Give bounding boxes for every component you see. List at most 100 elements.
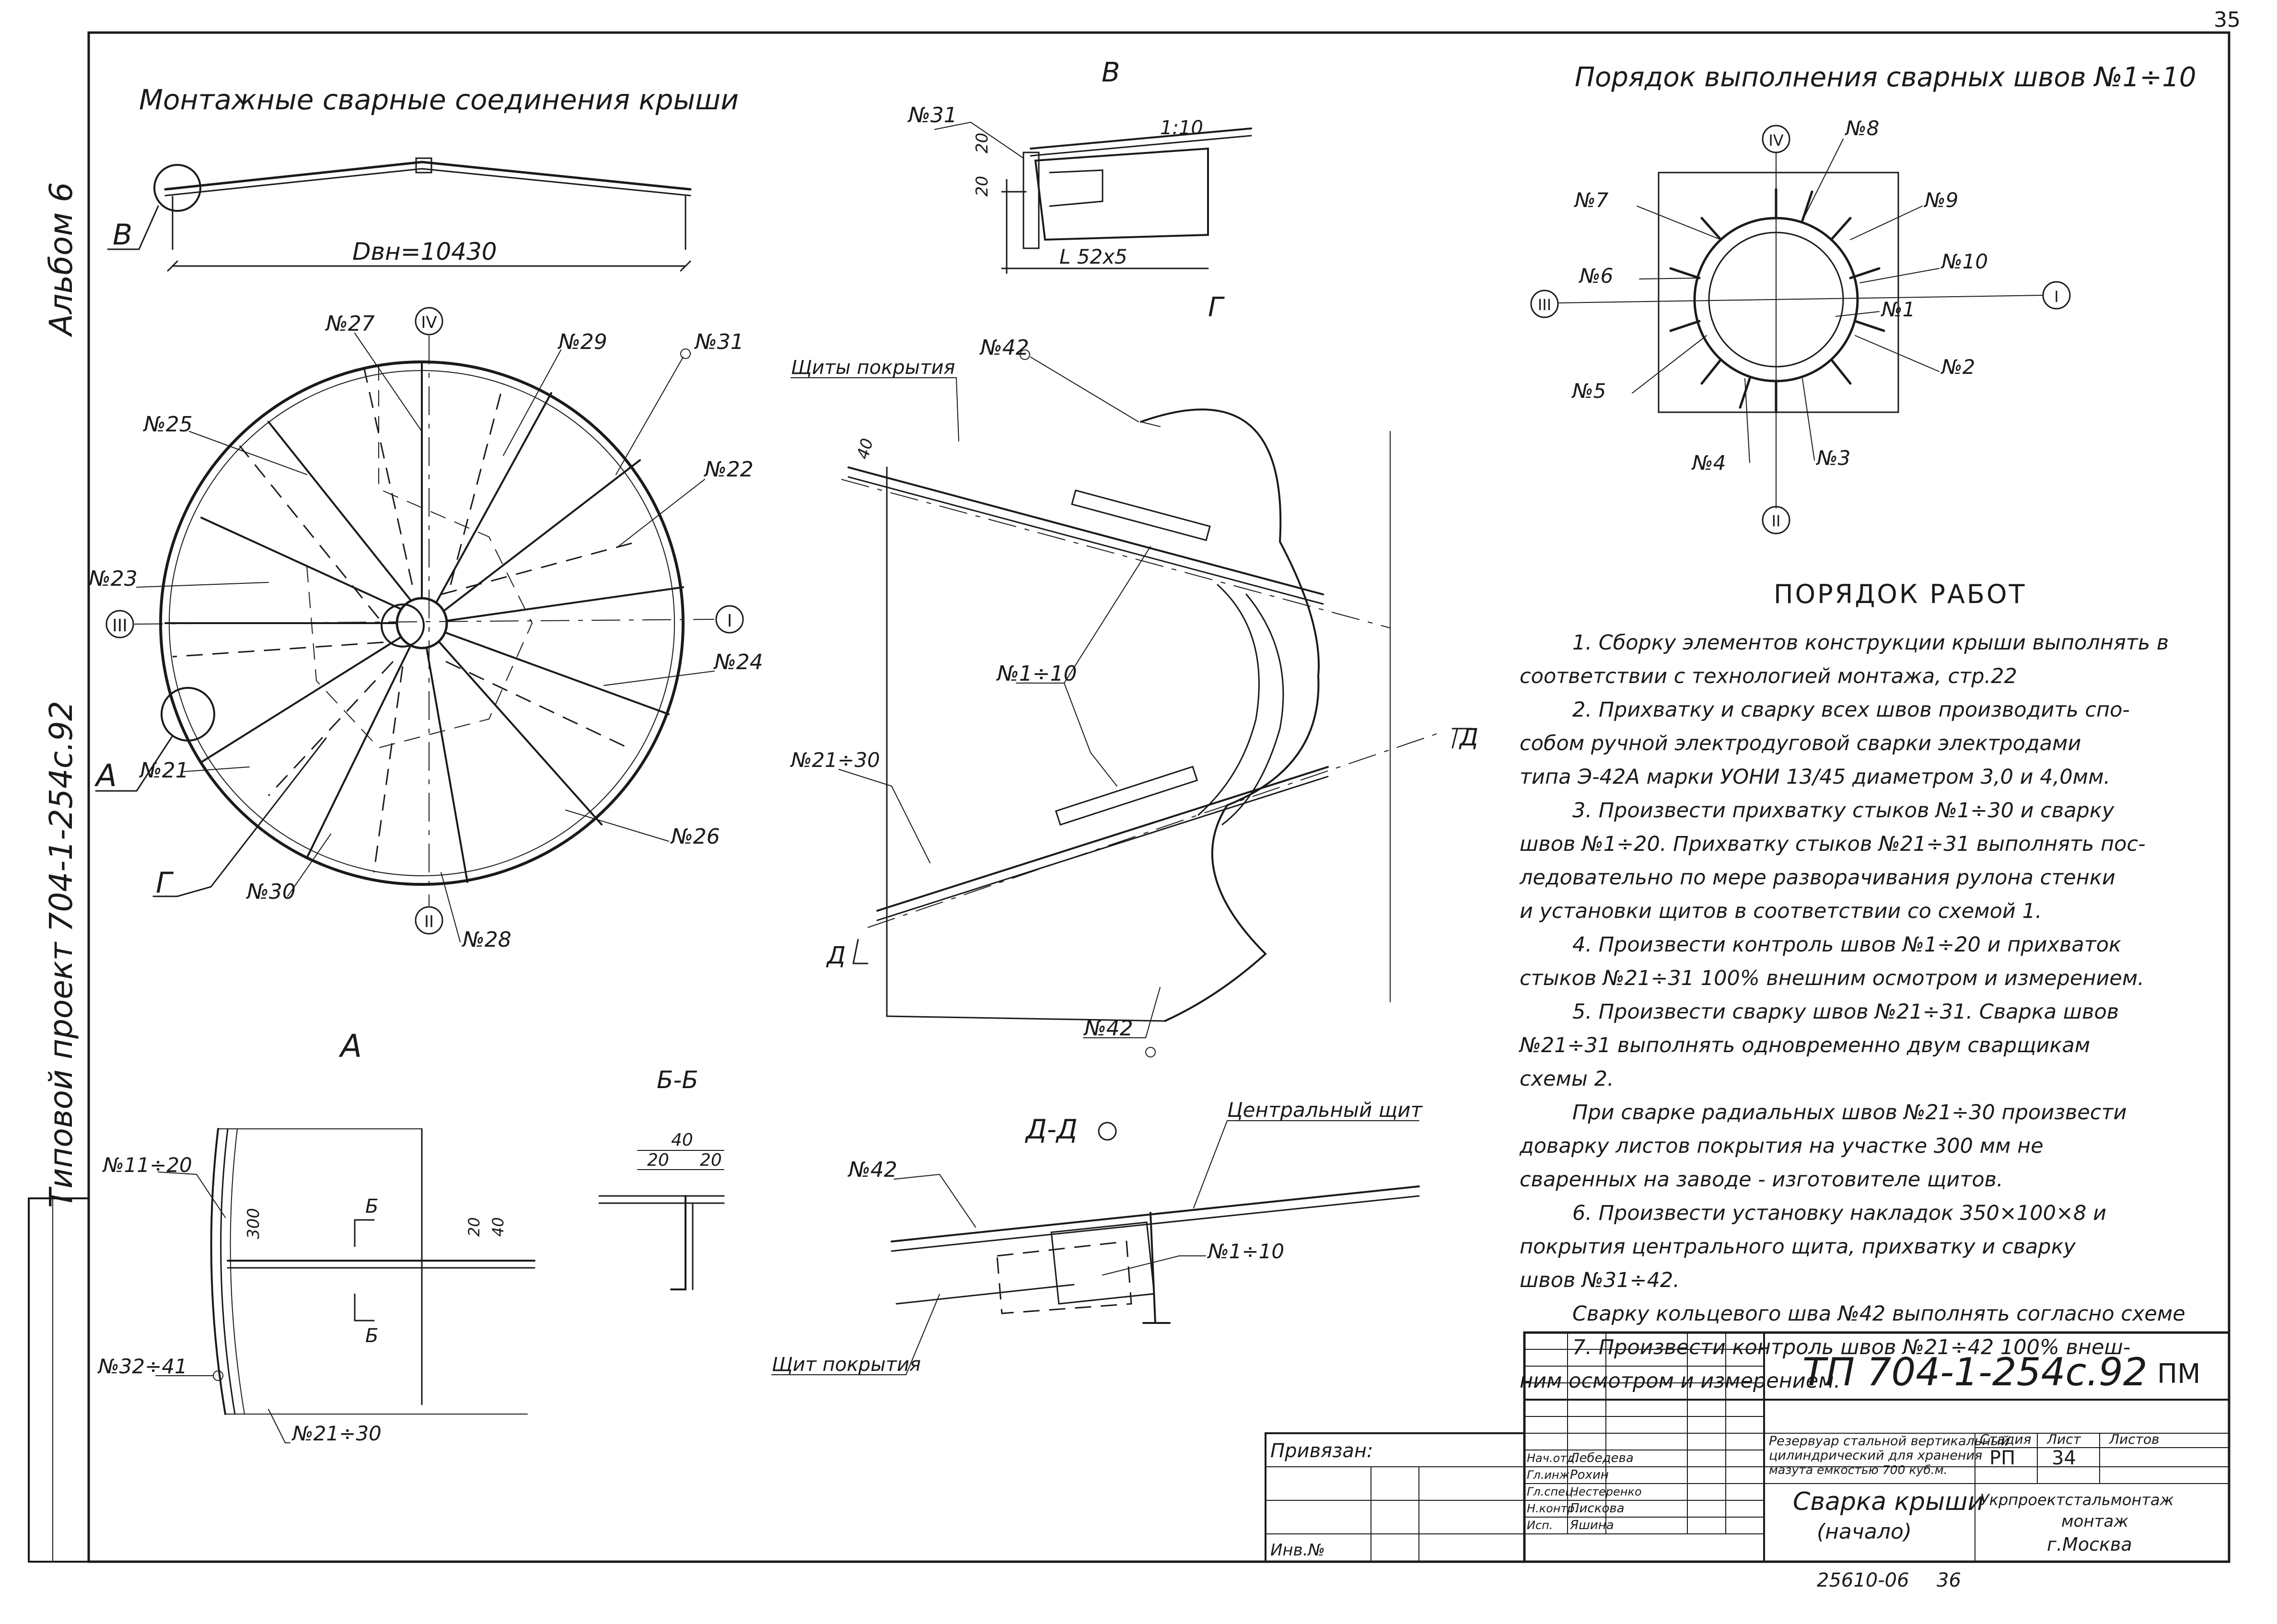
stamp-desc-3: мазута емкостью 700 куб.м.: [1769, 1463, 1948, 1477]
order-seam-1: №1: [1881, 298, 1915, 321]
detail-g-w42-bot: №42: [1083, 1016, 1133, 1041]
section-dd-w1-10: №1÷10: [1207, 1240, 1284, 1263]
section-dd-w42: №42: [847, 1158, 897, 1182]
section-bb-title: Б-Б: [657, 1066, 698, 1094]
stamp-name-2: Рохин: [1570, 1468, 1609, 1482]
works-line-3: 2. Прихватку и сварку всех швов производ…: [1572, 698, 2130, 722]
section-dd-cover-shield: Щит покрытия: [772, 1354, 921, 1376]
detail-g-dim40: 40: [853, 436, 877, 461]
stamp-order-no: 25610-06: [1817, 1569, 1909, 1591]
detail-b-angle: L 52х5: [1059, 245, 1127, 268]
order-seam-8: №8: [1845, 116, 1879, 140]
stamp-org-2: монтаж: [2061, 1512, 2128, 1531]
stamp-name-5: Яшина: [1569, 1518, 1614, 1532]
works-line-22: 7. Произвести контроль швов №21÷42 100% …: [1572, 1335, 2130, 1359]
detail-a-w32-41: №32÷41: [97, 1355, 187, 1378]
detail-b-dim20a: 20: [973, 176, 992, 197]
works-order: ПОРЯДОК РАБОТ 1. Сборку элементов констр…: [1519, 579, 2185, 1393]
plan-axis-IV: IV: [421, 313, 437, 332]
order-seam-9: №9: [1924, 188, 1958, 212]
works-line-6: 3. Произвести прихватку стыков №1÷30 и с…: [1572, 799, 2114, 823]
roof-joints-title: Монтажные сварные соединения крыши: [139, 83, 739, 116]
detail-a-title: А: [338, 1028, 362, 1065]
stamp-org-1: Укрпроектстальмонтаж: [1980, 1491, 2174, 1509]
plan-seam-26: №26: [670, 824, 720, 849]
stamp-sheet: 34: [2052, 1447, 2076, 1469]
stamp-hdr-stage: Стадия: [1980, 1431, 2031, 1447]
plan-node-a: А: [94, 758, 117, 794]
detail-g-shields: Щиты покрытия: [791, 357, 955, 379]
works-line-2: соответствии с технологией монтажа, стр.…: [1520, 664, 2017, 688]
project-side-label: Типовой проект 704-1-254с.92: [43, 701, 80, 1208]
detail-a-dim40: 40: [489, 1217, 507, 1237]
works-line-13: №21÷31 выполнять одновременно двум сварщ…: [1519, 1033, 2090, 1057]
works-line-16: доварку листов покрытия на участке 300 м…: [1519, 1134, 2044, 1158]
stamp-role-4: Н.контр.: [1527, 1502, 1578, 1515]
detail-a-cut-b2: Б: [365, 1325, 378, 1347]
works-line-5: типа Э-42А марки УОНИ 13/45 диаметром 3,…: [1520, 765, 2110, 789]
order-seam-5: №5: [1571, 379, 1606, 403]
section-dd-title: Д-Д: [1024, 1114, 1078, 1145]
detail-a-w11-20: №11÷20: [102, 1153, 192, 1177]
works-line-8: ледовательно по мере разворачивания руло…: [1519, 866, 2115, 890]
stamp-name-4: Пискова: [1570, 1501, 1625, 1516]
stamp-role-2: Гл.инж.: [1527, 1468, 1573, 1482]
plan-seam-22: №22: [703, 457, 754, 482]
sheet-mark: 35: [2214, 8, 2241, 32]
order-seam-7: №7: [1574, 188, 1609, 212]
plan-seam-31: №31: [694, 330, 744, 354]
stamp-drawing-title-1: Сварка крыши: [1793, 1487, 1984, 1516]
title-block: ТП 704-1-254с.92 ПМ Резервуар стальной в…: [1265, 1331, 2231, 1591]
works-line-12: 5. Произвести сварку швов №21÷31. Сварка…: [1572, 1000, 2119, 1024]
works-line-21: Сварку кольцевого шва №42 выполнять согл…: [1572, 1302, 2185, 1326]
section-dd-center-shield: Центральный щит: [1227, 1098, 1423, 1122]
plan-seam-21: №21: [139, 758, 189, 783]
order-seam-2: №2: [1940, 355, 1975, 379]
section-bb-dim20b: 20: [700, 1150, 722, 1170]
detail-a: А №11÷20 300 Б Б №32÷41 №21÷30 20 40: [97, 1028, 535, 1445]
detail-g: Г Щиты покрытия №42 40 №1÷10 №21÷30 Д Д …: [790, 292, 1478, 1057]
stamp-name-1: Лебедева: [1569, 1451, 1634, 1465]
section-bb-dim40: 40: [671, 1130, 693, 1150]
stamp-drawing-title-2: (начало): [1817, 1520, 1912, 1544]
works-line-4: собом ручной электродуговой сварки элект…: [1520, 731, 2081, 755]
works-line-15: При сварке радиальных швов №21÷30 произв…: [1572, 1101, 2126, 1125]
node-b-label: В: [113, 218, 132, 252]
plan-seam-25: №25: [142, 412, 193, 437]
works-line-19: покрытия центрального щита, прихватку и …: [1520, 1235, 2076, 1259]
works-title: ПОРЯДОК РАБОТ: [1774, 579, 2026, 609]
plan-seam-24: №24: [713, 650, 763, 674]
plan-axis-III: III: [112, 616, 128, 636]
plan-seam-29: №29: [557, 330, 607, 354]
detail-g-title: Г: [1208, 292, 1225, 323]
order-seam-10: №10: [1940, 250, 1988, 273]
detail-g-cut-d1: Д: [1459, 723, 1478, 751]
diameter-label: Dвн=10430: [352, 238, 497, 266]
plan-axis-II: II: [424, 912, 434, 931]
roof-plan: III I IV II №27 №29 №31 №25 №22 №23 №24 …: [87, 307, 763, 952]
stamp-desc-1: Резервуар стальной вертикальный: [1769, 1434, 2009, 1449]
stamp-code: ТП 704-1-254с.92: [1802, 1350, 2148, 1394]
album-side-label: Альбом 6: [43, 182, 80, 337]
weld-order-title: Порядок выполнения сварных швов №1÷10: [1575, 62, 2196, 93]
order-axis-I: I: [2054, 288, 2058, 306]
detail-g-w1-10: №1÷10: [996, 661, 1077, 686]
stamp-role-3: Гл.спец.: [1527, 1485, 1577, 1498]
works-line-20: швов №31÷42.: [1520, 1268, 1680, 1292]
plan-seam-30: №30: [245, 880, 296, 904]
stamp-privyazan: Привязан:: [1270, 1440, 1373, 1462]
detail-b-title: В: [1102, 57, 1120, 88]
order-axis-III: III: [1538, 296, 1551, 314]
order-axis-IV: IV: [1768, 131, 1783, 150]
section-dd: Д-Д Центральный щит №42 №1÷10 Щит покрыт…: [771, 1098, 1423, 1376]
detail-g-w42-top: №42: [979, 336, 1029, 360]
stamp-page-no: 36: [1937, 1569, 1961, 1591]
plan-seam-27: №27: [325, 312, 375, 336]
detail-b-dim20b: 20: [973, 133, 992, 153]
stamp-pm: ПМ: [2157, 1358, 2200, 1390]
detail-a-cut-b1: Б: [365, 1195, 378, 1218]
works-line-9: и установки щитов в соответствии со схем…: [1520, 899, 2042, 923]
stamp-hdr-sheet: Лист: [2046, 1431, 2081, 1447]
section-bb-dim20a: 20: [647, 1150, 669, 1170]
roof-joints-view: Монтажные сварные соединения крыши Dвн=1…: [107, 83, 739, 272]
